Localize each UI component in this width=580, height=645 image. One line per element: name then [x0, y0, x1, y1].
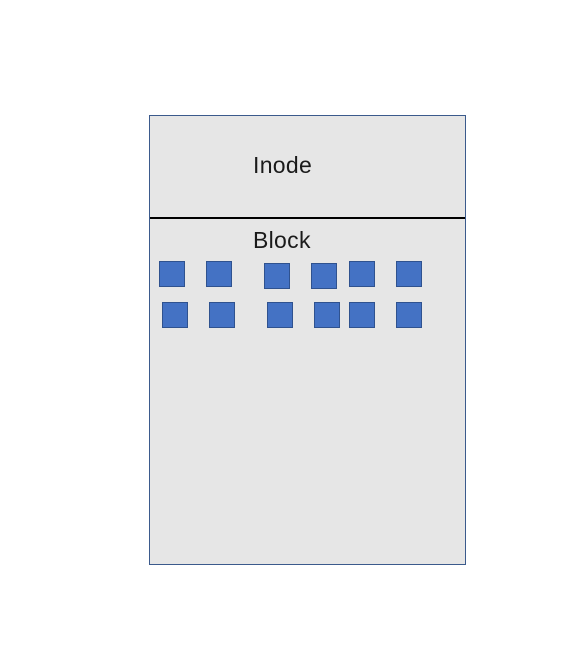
data-block [267, 302, 293, 328]
data-block [264, 263, 290, 289]
data-block [159, 261, 185, 287]
data-block [396, 302, 422, 328]
data-block [349, 261, 375, 287]
inode-block-divider [150, 217, 465, 219]
data-block [314, 302, 340, 328]
data-block [162, 302, 188, 328]
inode-label: Inode [253, 152, 313, 178]
data-block [396, 261, 422, 287]
data-block [311, 263, 337, 289]
data-block [206, 261, 232, 287]
filesystem-structure: Inode Block [149, 115, 466, 565]
data-block [209, 302, 235, 328]
data-block [349, 302, 375, 328]
block-label: Block [253, 227, 311, 253]
